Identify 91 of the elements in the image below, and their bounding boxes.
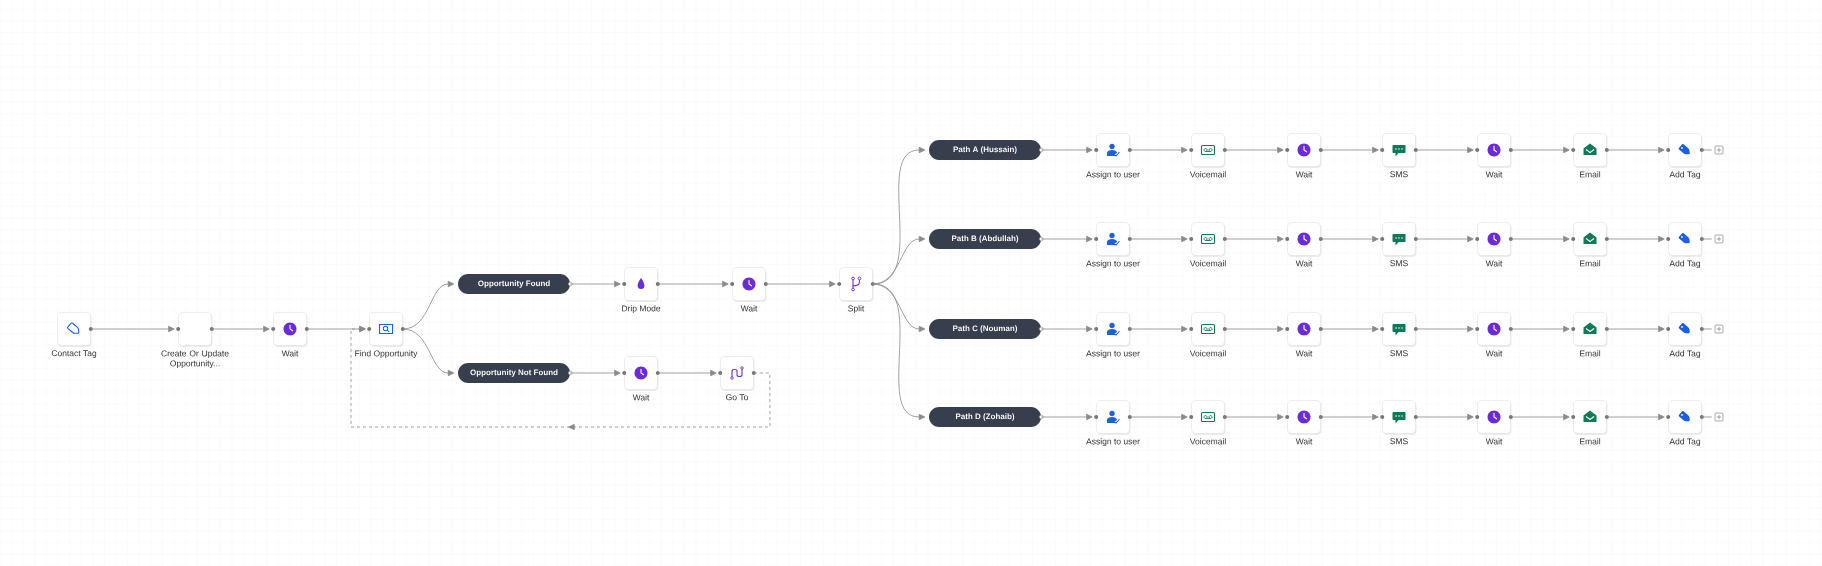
step-label: Email xyxy=(1580,171,1601,178)
connector xyxy=(1040,325,1093,333)
connector xyxy=(1320,235,1379,243)
connector xyxy=(1415,235,1474,243)
step-label: Add Tag xyxy=(1669,260,1701,269)
connector xyxy=(1129,413,1188,421)
connector xyxy=(1510,325,1570,333)
step-label: Drip Mode xyxy=(622,305,661,314)
connector xyxy=(1701,416,1713,418)
step-label: Assign to user xyxy=(1086,171,1140,180)
connector xyxy=(569,369,621,377)
add-step-button xyxy=(1714,412,1724,422)
connector xyxy=(1224,235,1284,243)
connector xyxy=(1224,146,1284,154)
step-label: SMS xyxy=(1390,260,1408,267)
connector xyxy=(657,369,717,377)
branch-pill: Opportunity Not Found xyxy=(458,363,573,383)
step-label: Voicemail xyxy=(1189,171,1226,178)
connector xyxy=(1320,413,1379,421)
branch-pill: Path C (Nouman) xyxy=(929,319,1044,339)
connector xyxy=(1510,235,1570,243)
step-label: Assign to user xyxy=(1086,438,1140,447)
step-label: Voicemail xyxy=(1189,260,1226,267)
step-label: Voicemail xyxy=(1189,350,1226,357)
step-label: Email xyxy=(1580,350,1601,357)
connector xyxy=(1129,235,1188,243)
connector xyxy=(402,328,455,377)
branch-pill: Opportunity Found xyxy=(458,274,573,294)
step-label: SMS xyxy=(1390,171,1408,178)
step-label: Wait xyxy=(1485,171,1503,178)
step-label: Wait xyxy=(1295,350,1313,357)
connector xyxy=(1701,149,1713,151)
step-label: Wait xyxy=(740,305,758,312)
add-step-button xyxy=(1714,234,1724,244)
step-label: SMS xyxy=(1390,350,1408,357)
step-label: Wait xyxy=(1295,438,1313,445)
branch-pill: Path A (Hussain) xyxy=(929,140,1044,160)
step-label: Contact Tag xyxy=(51,350,97,358)
connector xyxy=(1415,146,1474,154)
connector xyxy=(1224,325,1284,333)
connector xyxy=(569,280,621,288)
step-label: Create Or Update Opportunity... xyxy=(161,350,229,369)
connector xyxy=(1415,325,1474,333)
step-label: Split xyxy=(848,305,865,314)
connector xyxy=(1606,413,1665,421)
step-label: Assign to user xyxy=(1086,350,1140,359)
connector xyxy=(90,325,175,333)
connector xyxy=(872,235,926,285)
step-label: Wait xyxy=(1485,350,1503,357)
add-step-button xyxy=(1714,324,1724,334)
connector xyxy=(1606,146,1665,154)
connector xyxy=(1040,413,1093,421)
connector xyxy=(1320,325,1379,333)
connector xyxy=(402,280,455,330)
connector xyxy=(1040,146,1093,154)
step-label: Email xyxy=(1580,438,1601,445)
connector xyxy=(1701,238,1713,240)
branch-pill: Path D (Zohaib) xyxy=(929,407,1044,427)
step-label: Add Tag xyxy=(1669,350,1701,359)
step-label: Add Tag xyxy=(1669,171,1701,180)
connector xyxy=(1040,235,1093,243)
connector xyxy=(1606,235,1665,243)
step-label: SMS xyxy=(1390,438,1408,445)
step-label: Wait xyxy=(1295,171,1313,178)
connector xyxy=(1320,146,1379,154)
connector xyxy=(350,325,771,431)
step-label: Add Tag xyxy=(1669,438,1701,447)
add-step-button xyxy=(1714,145,1724,155)
step-label: Wait xyxy=(632,394,650,401)
connector xyxy=(1510,146,1570,154)
connector xyxy=(1224,413,1284,421)
step-label: Go To xyxy=(726,394,748,401)
step-label: Wait xyxy=(1485,260,1503,267)
connector xyxy=(1129,146,1188,154)
branch-pill: Path B (Abdullah) xyxy=(929,229,1044,249)
connector xyxy=(1415,413,1474,421)
connector xyxy=(1701,328,1713,330)
connector xyxy=(1606,325,1665,333)
step-label: Voicemail xyxy=(1189,438,1226,445)
step-label: Find Opportunity xyxy=(355,350,418,359)
connector xyxy=(1510,413,1570,421)
step-label: Wait xyxy=(1485,438,1503,445)
connector xyxy=(211,325,270,333)
connector xyxy=(765,280,836,288)
connector xyxy=(657,280,729,288)
step-label: Wait xyxy=(281,350,299,357)
step-label: Email xyxy=(1580,260,1601,267)
connector xyxy=(1129,325,1188,333)
connector xyxy=(872,283,926,421)
step-label: Wait xyxy=(1295,260,1313,267)
step-label: Assign to user xyxy=(1086,260,1140,269)
